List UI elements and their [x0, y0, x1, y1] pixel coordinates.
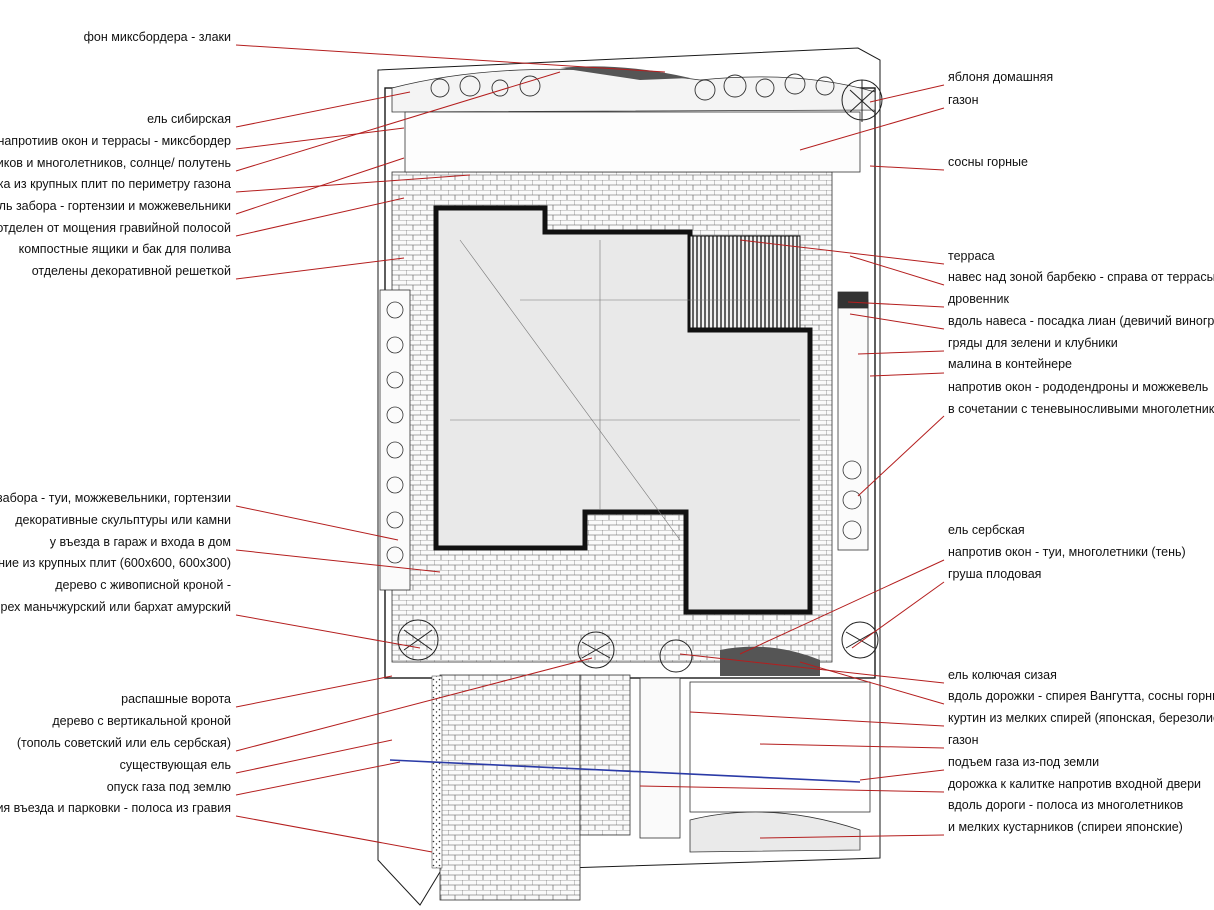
right-label: груша плодовая [948, 567, 1042, 581]
left-leader-line [235, 675, 393, 708]
left-label: ка из крупных плит по периметру газона [0, 177, 231, 191]
left-label: существующая ель [119, 758, 231, 772]
left-label: отделены декоративной решеткой [31, 264, 231, 278]
right-leader-line [857, 350, 945, 355]
left-leader-line [235, 257, 405, 280]
left-label: дерево с вертикальной кроной [52, 714, 231, 728]
front-lawn [579, 646, 871, 853]
left-label: напротиив окон и террасы - миксбордер [0, 134, 231, 148]
right-leader-line [639, 785, 945, 793]
right-leader-line [679, 653, 945, 684]
left-leader-line [235, 91, 411, 128]
left-label: рех маньчжурский или бархат амурский [0, 600, 232, 614]
right-leader-line [759, 743, 945, 749]
left-leader-line [235, 71, 561, 172]
terrace-hatched [689, 235, 801, 329]
left-leader-line [235, 44, 666, 73]
left-leader-line [235, 815, 433, 853]
right-label: вдоль дорожки - спирея Вангутта, сосны г… [948, 689, 1214, 703]
left-label: распашные ворота [121, 692, 231, 706]
left-label: у въезда в гараж и входа в дом [49, 535, 231, 549]
top-mixborder [391, 66, 876, 173]
right-label: вдоль навеса - посадка лиан (девичий вин… [948, 314, 1214, 328]
right-label: ель колючая сизая [948, 668, 1057, 682]
right-label: и мелких кустарников (спиреи японские) [948, 820, 1183, 834]
right-label: дорожка к калитке напротив входной двери [948, 777, 1201, 791]
right-label: газон [948, 93, 979, 107]
right-leader-line [847, 301, 945, 308]
left-label: опуск газа под землю [106, 780, 231, 794]
right-label: ель сербская [948, 523, 1025, 537]
left-label: декоративные скульптуры или камни [15, 513, 231, 527]
left-leader-line [235, 127, 405, 150]
left-leader-line [235, 739, 393, 774]
right-leader-line [851, 581, 945, 649]
left-label: компостные ящики и бак для полива [18, 242, 231, 256]
left-leader-line [235, 157, 405, 215]
left-leader-line [235, 614, 421, 649]
right-leader-line [869, 84, 945, 103]
left-label: ия въезда и парковки - полоса из гравия [0, 801, 231, 815]
right-leader-line [859, 769, 945, 781]
left-leader-line [235, 505, 399, 541]
right-leader-line [869, 372, 945, 377]
left-leader-line [235, 549, 441, 573]
left-leader-line [235, 657, 593, 752]
right-label: напротив окон - туи, многолетники (тень) [948, 545, 1186, 559]
left-label: ель сибирская [147, 112, 231, 126]
left-leader-line [235, 197, 405, 237]
right-label: малина в контейнере [948, 357, 1073, 371]
left-label: забора - туи, можжевельники, гортензии [0, 491, 231, 505]
right-label: в сочетании с теневыносливыми многолетни… [948, 402, 1214, 416]
right-label: куртин из мелких спирей (японская, берез… [948, 711, 1214, 725]
right-label: подъем газа из-под земли [948, 755, 1100, 769]
left-label: иков и многолетников, солнце/ полутень [0, 156, 231, 170]
right-leader-line [689, 711, 945, 727]
left-leader-line [235, 174, 471, 193]
right-label: газон [948, 733, 979, 747]
right-label: вдоль дороги - полоса из многолетников [948, 798, 1184, 812]
right-leader-line [739, 559, 945, 655]
side-plantings [379, 289, 869, 591]
left-label: отделен от мощения гравийной полосой [0, 221, 231, 235]
house [433, 205, 813, 615]
right-leader-line [799, 661, 945, 705]
right-leader-line [857, 415, 945, 497]
left-label: (тополь советский или ель сербская) [16, 736, 231, 750]
right-leader-line [869, 165, 945, 171]
right-leader-line [759, 834, 945, 839]
right-label: навес над зоной барбекю - справа от терр… [948, 270, 1214, 284]
left-label: оль забора - гортензии и можжевельники [0, 199, 231, 213]
right-label: сосны горные [948, 155, 1028, 169]
gas-line [389, 759, 861, 783]
right-leader-line [849, 313, 945, 330]
right-label: яблоня домашняя [948, 70, 1054, 84]
right-leader-line [739, 239, 945, 265]
trees [397, 79, 883, 673]
right-label: терраса [948, 249, 995, 263]
left-label: фон миксбордера - злаки [83, 30, 231, 44]
left-label: дерево с живописной кроной - [55, 578, 231, 592]
right-leader-line [849, 255, 945, 286]
right-label: дровенник [948, 292, 1009, 306]
right-leader-line [799, 107, 945, 151]
right-label: гряды для зелени и клубники [948, 336, 1118, 350]
right-label: напротив окон - рододендроны и можжевель [948, 380, 1209, 394]
left-label: ение из крупных плит (600х600, 600х300) [0, 556, 231, 570]
left-leader-line [235, 761, 401, 796]
